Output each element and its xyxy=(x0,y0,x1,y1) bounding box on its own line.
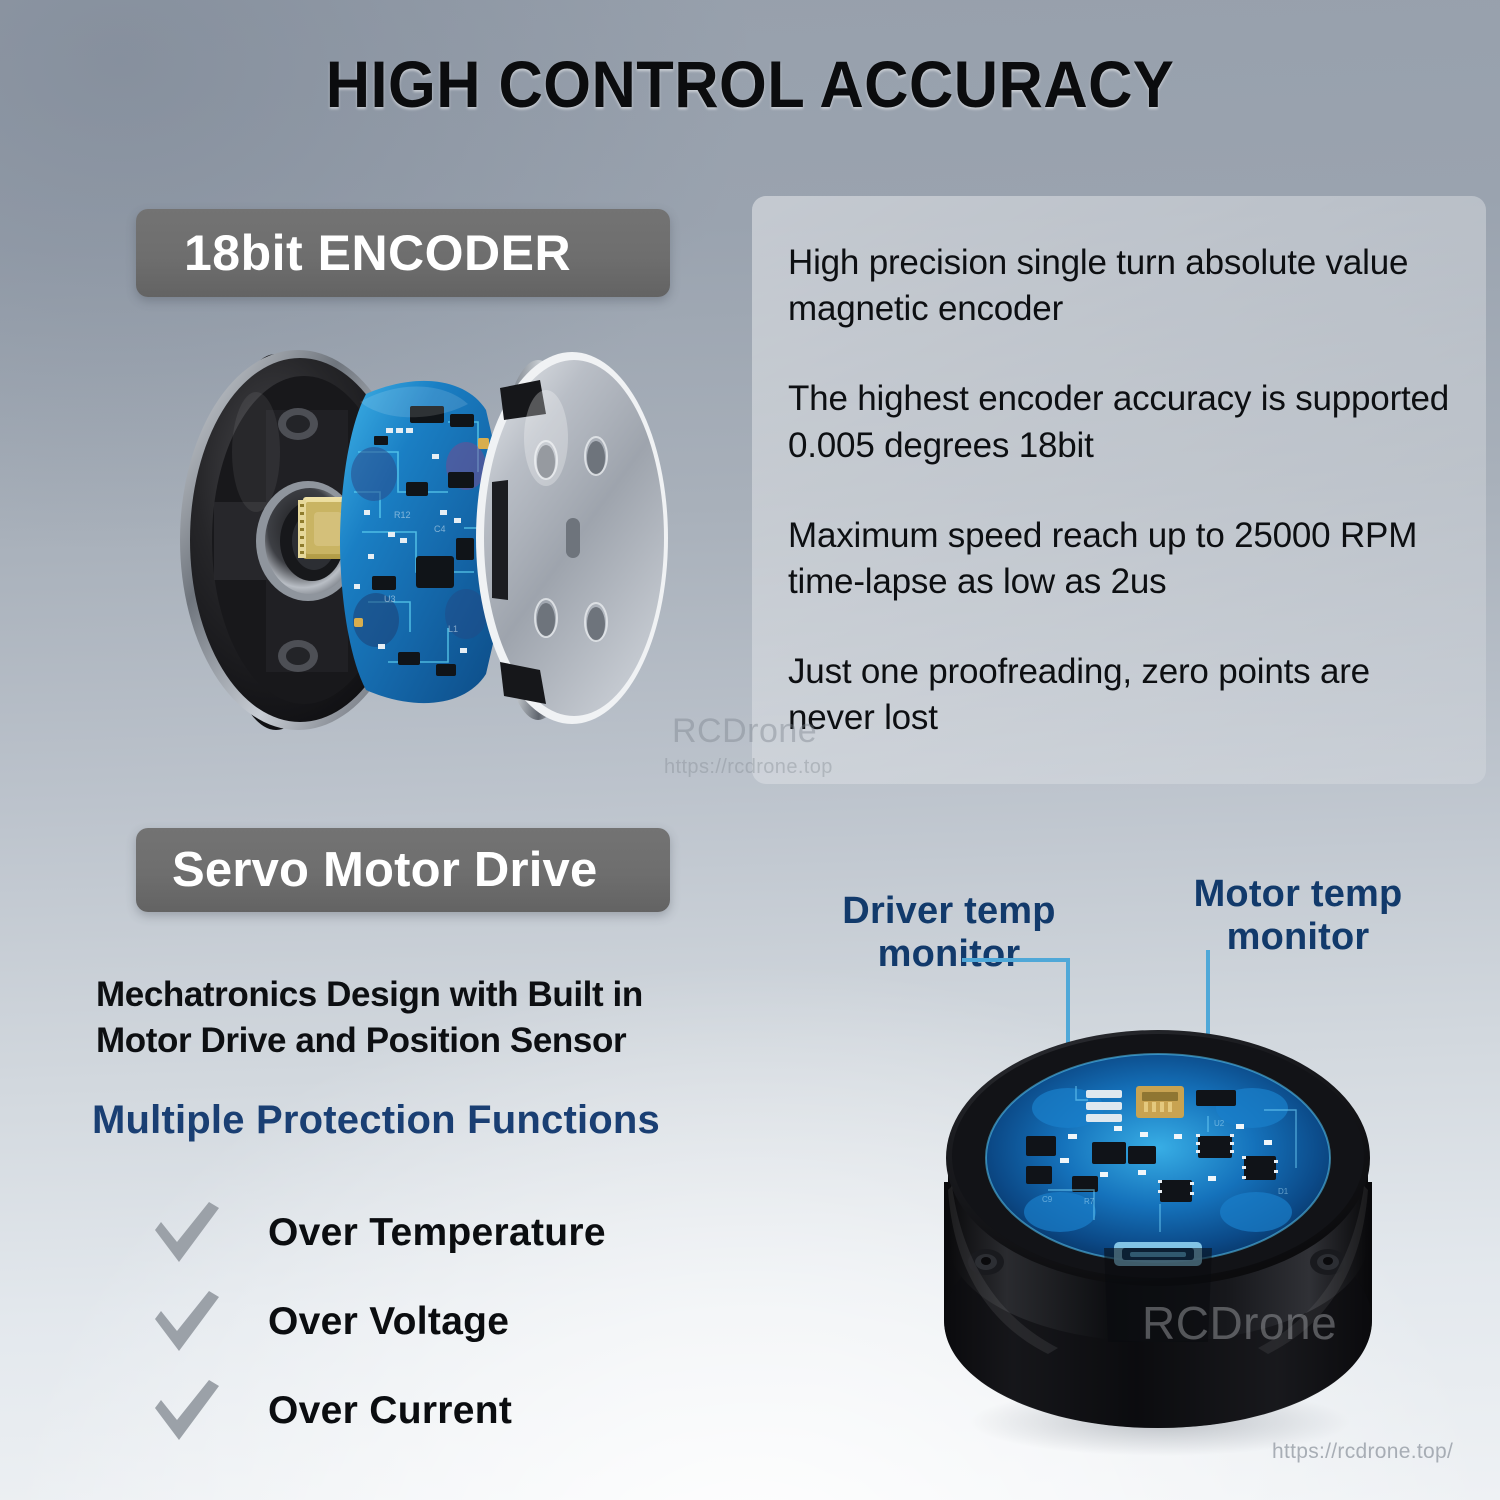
motor-pcb-components: R7 U2 C9 D1 xyxy=(1026,1086,1297,1232)
svg-text:R12: R12 xyxy=(394,510,411,520)
encoder-cover-plate xyxy=(476,352,668,724)
svg-text:C9: C9 xyxy=(1042,1195,1053,1204)
check-icon xyxy=(150,1378,224,1444)
svg-text:R7: R7 xyxy=(1084,1197,1095,1206)
list-item: Over Current xyxy=(150,1366,710,1455)
spec-paragraph: Maximum speed reach up to 25000 RPM time… xyxy=(788,515,1418,601)
page-title: HIGH CONTROL ACCURACY xyxy=(325,47,1175,121)
protection-functions-heading: Multiple Protection Functions xyxy=(92,1098,661,1142)
motor-side-screws xyxy=(968,1249,1346,1275)
callout-driver-temp-monitor: Driver temp monitor xyxy=(842,890,1056,975)
spec-paragraph: Just one proofreading, zero points are n… xyxy=(788,652,1370,738)
servo-motor-drive-photo: R7 U2 C9 D1 xyxy=(944,1030,1372,1456)
watermark-url-center: https://rcdrone.top xyxy=(664,756,833,778)
watermark-brand-center: RCDrone xyxy=(672,712,818,750)
svg-text:C4: C4 xyxy=(434,524,446,534)
check-icon xyxy=(150,1200,224,1266)
badge-servo-motor-drive-label: Servo Motor Drive xyxy=(172,843,598,897)
list-item-label: Over Current xyxy=(268,1388,513,1432)
mechatronics-description: Mechatronics Design with Built in Motor … xyxy=(96,975,643,1060)
watermark-brand-product: RCDrone xyxy=(1142,1297,1338,1349)
svg-text:D1: D1 xyxy=(1278,1187,1289,1196)
protection-functions-list: Over Temperature Over Voltage Over Curre… xyxy=(150,1188,710,1455)
list-item: Over Temperature xyxy=(150,1188,710,1277)
badge-18bit-encoder: 18bit ENCODER xyxy=(136,209,670,297)
svg-text:U3: U3 xyxy=(384,594,396,604)
badge-18bit-encoder-label: 18bit ENCODER xyxy=(184,225,572,281)
spec-paragraph: High precision single turn absolute valu… xyxy=(788,243,1409,329)
badge-servo-motor-drive: Servo Motor Drive xyxy=(136,828,670,912)
watermark-url-bottom: https://rcdrone.top/ xyxy=(1272,1440,1454,1463)
list-item: Over Voltage xyxy=(150,1277,710,1366)
list-item-label: Over Temperature xyxy=(268,1210,606,1254)
encoder-specs-panel: High precision single turn absolute valu… xyxy=(752,196,1486,784)
svg-text:L1: L1 xyxy=(448,624,458,634)
check-icon xyxy=(150,1289,224,1355)
svg-text:U2: U2 xyxy=(1214,1119,1225,1128)
spec-paragraph: The highest encoder accuracy is supporte… xyxy=(788,379,1450,465)
callout-motor-temp-monitor: Motor temp monitor xyxy=(1193,873,1403,958)
motor-pcb-window: R7 U2 C9 D1 xyxy=(985,1053,1331,1266)
encoder-ffc-connector xyxy=(298,497,351,559)
list-item-label: Over Voltage xyxy=(268,1299,510,1343)
